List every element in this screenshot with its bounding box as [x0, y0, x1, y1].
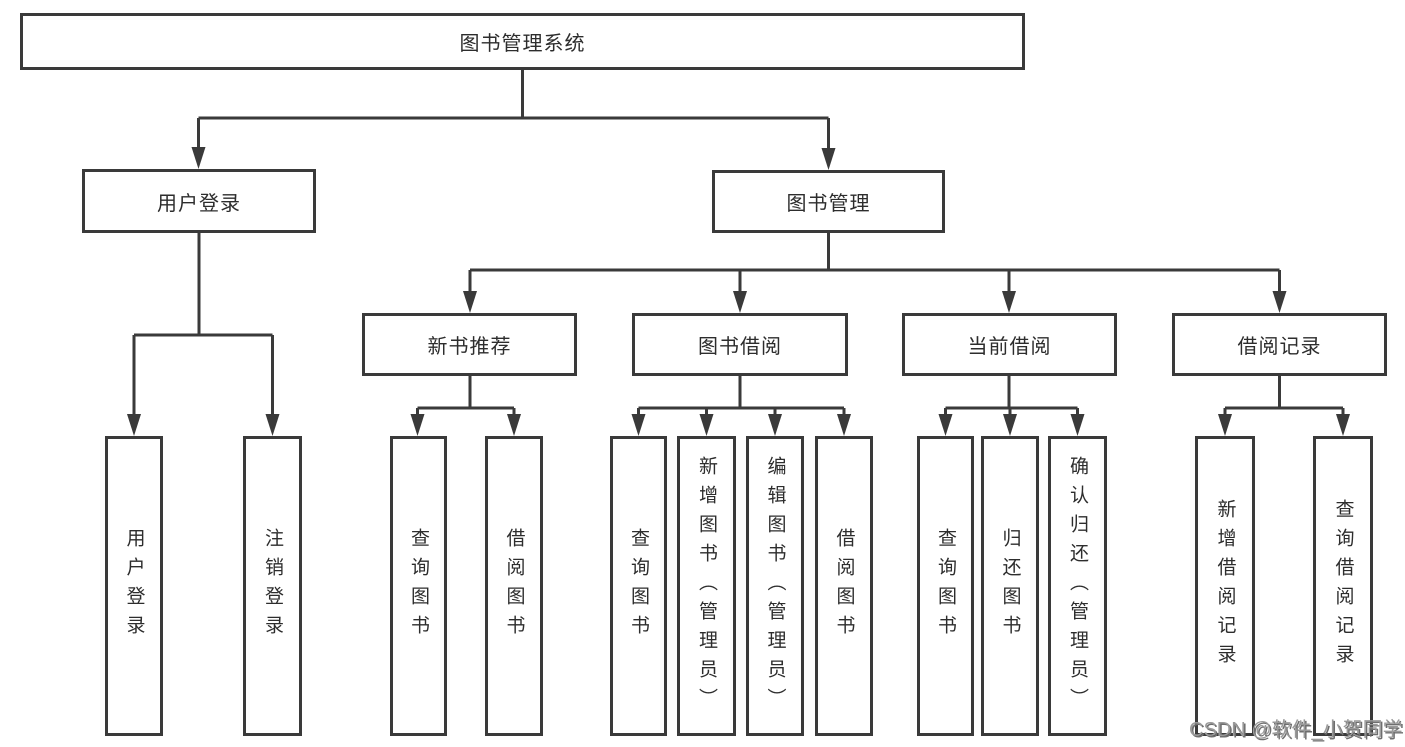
leaf-borrow-books-borrowing: 借阅图书	[815, 436, 873, 736]
leaf-label: 查询图书	[408, 528, 429, 644]
leaf-label: 新增图书（管理员）	[696, 455, 717, 717]
node-new-book-recommendation: 新书推荐	[362, 313, 577, 376]
leaf-borrow-books-recommend: 借阅图书	[485, 436, 543, 736]
leaf-logout: 注销登录	[243, 436, 302, 736]
leaf-label: 查询图书	[628, 528, 649, 644]
node-label: 图书管理系统	[459, 33, 586, 55]
csdn-watermark: CSDN @软件_小贺同学	[1189, 719, 1403, 741]
node-label: 图书借阅	[698, 336, 782, 358]
leaf-add-books-admin: 新增图书（管理员）	[677, 436, 736, 736]
node-book-management: 图书管理	[712, 170, 945, 233]
leaf-label: 注销登录	[262, 528, 283, 644]
leaf-label: 查询借阅记录	[1332, 499, 1354, 673]
leaf-add-borrow-record: 新增借阅记录	[1195, 436, 1255, 736]
leaf-confirm-return-admin: 确认归还（管理员）	[1048, 436, 1107, 736]
leaf-label: 编辑图书（管理员）	[764, 455, 786, 717]
leaf-query-borrow-record: 查询借阅记录	[1313, 436, 1373, 736]
node-user-login: 用户登录	[82, 169, 316, 233]
node-borrowing-records: 借阅记录	[1172, 313, 1387, 376]
leaf-label: 查询图书	[935, 528, 956, 644]
node-library-management-system: 图书管理系统	[20, 13, 1025, 70]
leaf-edit-books-admin: 编辑图书（管理员）	[746, 436, 804, 736]
node-label: 借阅记录	[1237, 336, 1322, 358]
leaf-return-books: 归还图书	[981, 436, 1039, 736]
leaf-label: 归还图书	[999, 528, 1021, 644]
leaf-query-books-recommend: 查询图书	[390, 436, 447, 736]
node-current-borrowing: 当前借阅	[902, 313, 1117, 376]
leaf-label: 用户登录	[123, 528, 145, 644]
node-label: 当前借阅	[967, 336, 1052, 358]
node-label: 用户登录	[157, 192, 241, 215]
leaf-label: 借阅图书	[503, 528, 525, 644]
node-label: 图书管理	[786, 193, 871, 215]
leaf-query-books-borrowing: 查询图书	[610, 436, 667, 736]
node-book-borrowing: 图书借阅	[632, 313, 848, 376]
leaf-label: 借阅图书	[833, 528, 855, 644]
leaf-user-login: 用户登录	[105, 436, 163, 736]
leaf-query-books-current: 查询图书	[917, 436, 974, 736]
node-label: 新书推荐	[427, 336, 512, 358]
leaf-label: 确认归还（管理员）	[1067, 455, 1088, 717]
leaf-label: 新增借阅记录	[1214, 499, 1236, 673]
